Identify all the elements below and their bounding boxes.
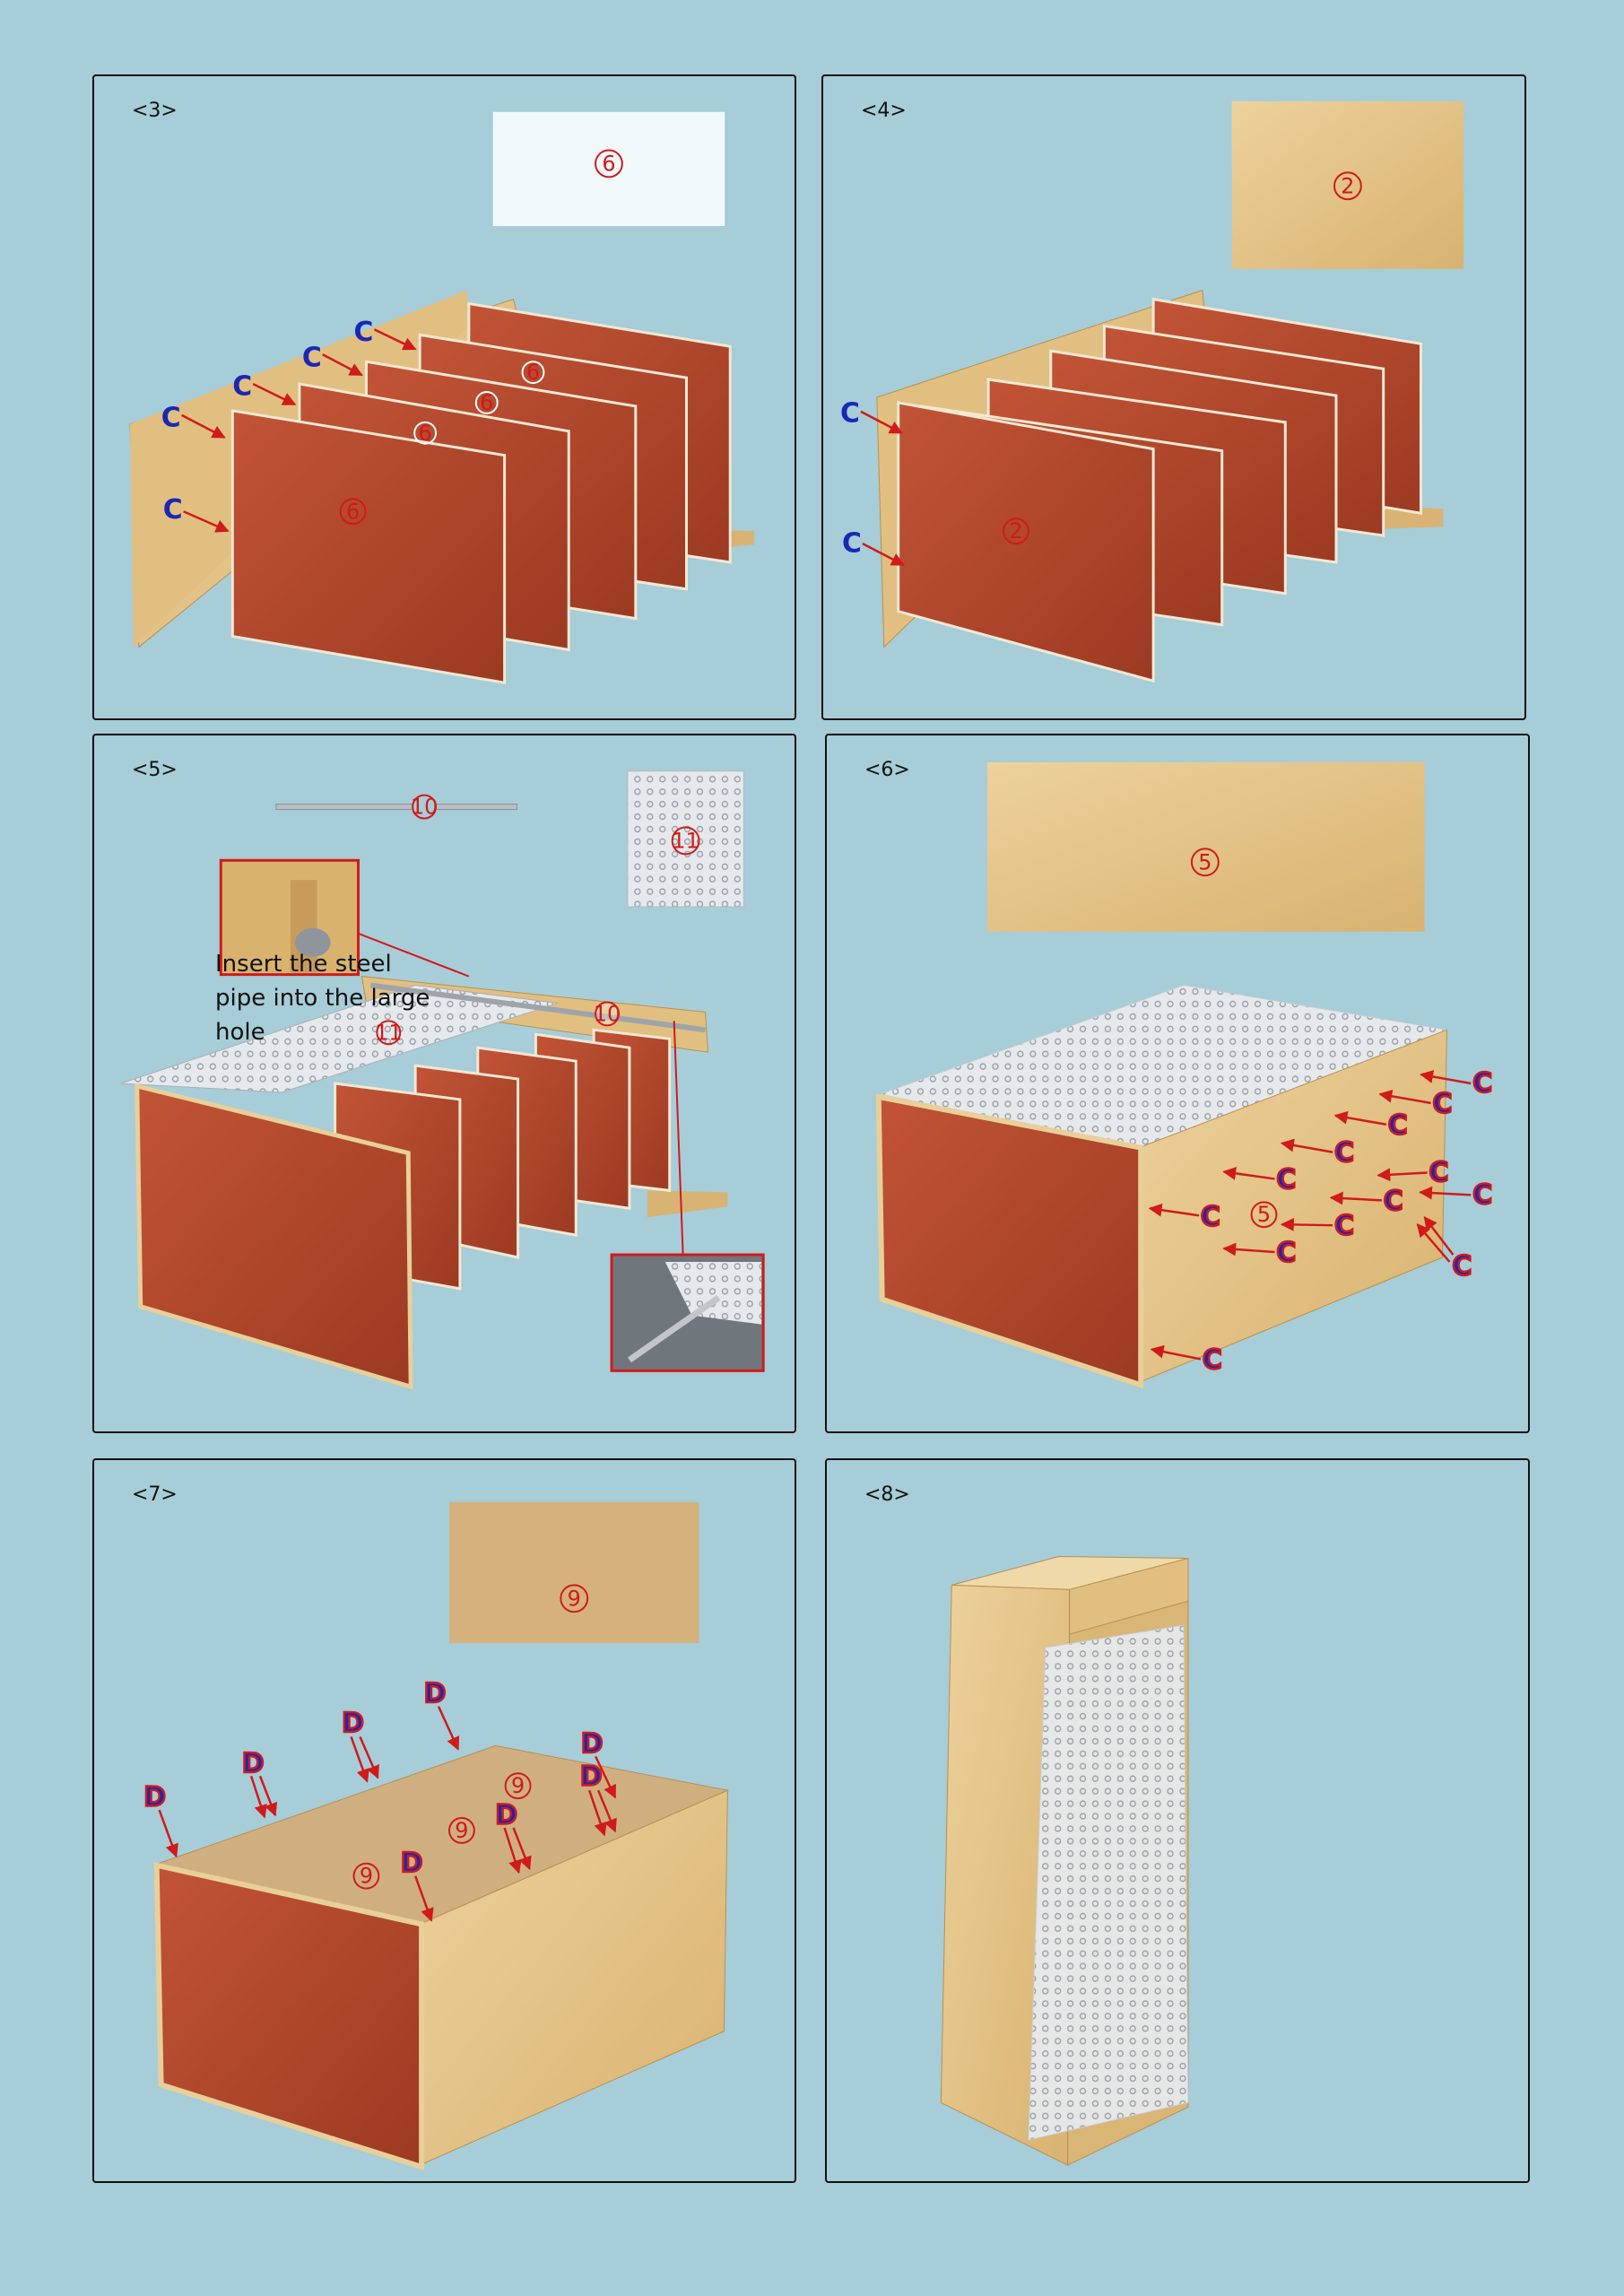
step-6-panel: <6> 5 5 C C C C C C C C C C C C C	[825, 734, 1530, 1433]
step-label: <5>	[132, 759, 178, 781]
svg-text:C: C	[163, 494, 183, 526]
svg-text:D: D	[424, 1678, 447, 1709]
svg-text:C: C	[1384, 1186, 1403, 1217]
step-3-panel: <3> 6 6 6 6 6 C C C C C	[92, 74, 796, 720]
c-fastener-callouts: C C	[840, 397, 906, 567]
svg-text:9: 9	[360, 1864, 373, 1889]
step-4-panel: <4> 2 2 C C	[821, 74, 1526, 720]
step-7-illustration: 9 9 9 9 D D D D D D D D	[143, 1501, 730, 2171]
svg-text:6: 6	[346, 499, 360, 524]
svg-text:9: 9	[455, 1818, 468, 1843]
part-6-labels: 6 6 6 6	[339, 360, 545, 526]
svg-text:C: C	[1429, 1157, 1449, 1188]
svg-text:C: C	[302, 343, 322, 374]
part-number: 5	[1257, 1202, 1271, 1227]
part-9-labels: 9 9 9	[352, 1772, 532, 1890]
svg-text:C: C	[1452, 1250, 1472, 1282]
step-label: <3>	[132, 100, 178, 122]
part-2-reference	[1231, 100, 1464, 269]
svg-text:6: 6	[480, 390, 493, 415]
part-number: 11	[375, 1020, 402, 1045]
step-3-illustration: 6 6 6 6 6 C C C C C	[129, 111, 755, 684]
svg-text:C: C	[842, 528, 862, 560]
part-number: 2	[1341, 173, 1354, 198]
part-number: 10	[594, 1001, 621, 1026]
svg-text:6: 6	[526, 360, 540, 385]
step-5-panel: <5> 10 11 10 11	[92, 734, 796, 1433]
step-7-panel: <7> 9 9 9 9 D D D D D D D D	[92, 1458, 796, 2183]
svg-text:6: 6	[419, 421, 432, 446]
part-9-reference	[448, 1501, 699, 1644]
step-label: <7>	[132, 1483, 178, 1506]
svg-text:D: D	[143, 1782, 166, 1813]
d-fastener-callouts: D D D D D D D D	[143, 1677, 617, 1922]
svg-text:D: D	[581, 1728, 604, 1760]
step-6-illustration: 5 5 C C C C C C C C C C C C C	[875, 761, 1493, 1389]
curtain-reference: 11	[627, 770, 744, 908]
svg-text:C: C	[1388, 1109, 1408, 1141]
svg-text:D: D	[242, 1748, 265, 1779]
svg-text:C: C	[232, 371, 252, 403]
step-label: <4>	[861, 100, 907, 122]
svg-text:C: C	[1203, 1344, 1222, 1376]
step-label: <6>	[864, 759, 910, 781]
part-number: 9	[568, 1586, 581, 1611]
part-number: 10	[411, 795, 438, 820]
svg-text:C: C	[840, 397, 860, 429]
steel-pipe-reference: 10	[275, 795, 518, 820]
part-number: 5	[1198, 849, 1211, 874]
svg-text:C: C	[1472, 1068, 1492, 1100]
pipe-instruction-note: Insert the steel pipe into the large hol…	[215, 951, 430, 1046]
svg-text:D: D	[580, 1761, 603, 1793]
svg-text:C: C	[1433, 1088, 1453, 1119]
c-fastener-callouts: C C C C C C C C C C C C C	[1148, 1066, 1493, 1377]
svg-text:9: 9	[511, 1773, 525, 1798]
step-4-illustration: 2 2 C C	[840, 100, 1464, 683]
step-5-illustration: 10 11 10 11	[120, 770, 765, 1390]
pipe-hole-inset	[219, 858, 360, 977]
step-label: <8>	[864, 1483, 910, 1506]
svg-text:C: C	[1276, 1164, 1296, 1196]
part-number: 6	[602, 151, 615, 176]
c-fastener-callouts: C C C C C	[161, 317, 417, 533]
svg-text:D: D	[401, 1848, 423, 1879]
svg-text:C: C	[1472, 1179, 1492, 1211]
svg-text:D: D	[495, 1800, 517, 1831]
svg-text:C: C	[1334, 1211, 1354, 1242]
part-6-reference	[492, 111, 725, 227]
svg-text:C: C	[161, 402, 181, 433]
part-5-reference	[987, 761, 1425, 932]
part-number: 11	[672, 828, 699, 853]
finished-cabinet-illustration	[940, 1556, 1189, 2166]
part-number: 2	[1009, 518, 1022, 544]
step-8-panel: <8>	[825, 1458, 1530, 2183]
svg-text:C: C	[1201, 1202, 1220, 1233]
svg-text:C: C	[354, 317, 374, 348]
svg-text:C: C	[1276, 1238, 1296, 1269]
svg-text:C: C	[1334, 1137, 1354, 1169]
svg-text:D: D	[342, 1708, 364, 1739]
